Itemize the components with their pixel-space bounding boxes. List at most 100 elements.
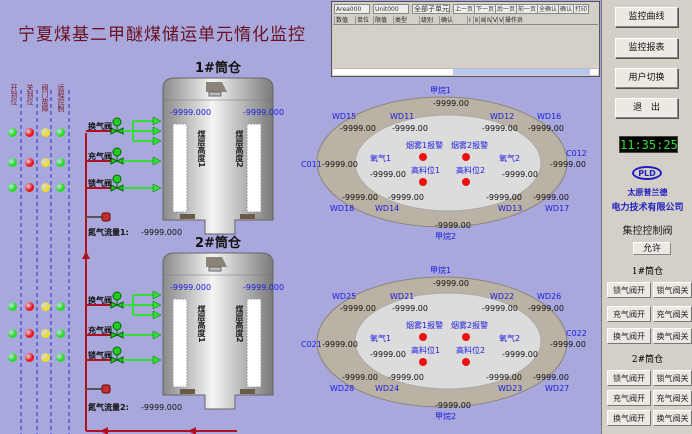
column-header[interactable]: Ⅰ (467, 16, 471, 25)
column-header[interactable]: 类型 (393, 16, 408, 25)
alarm-toolbar-button[interactable]: 下一页 (474, 4, 497, 14)
oxygen2-label: 氧气2 (499, 154, 521, 163)
status-indicator-green (56, 302, 65, 311)
valve-close-button[interactable]: 充气阀关 (653, 306, 692, 322)
valve-label: 换气阀 (88, 296, 112, 305)
alarm-label: 高料位1 (411, 166, 441, 175)
level-gauge-2 (246, 123, 262, 213)
status-indicator-red (25, 158, 34, 167)
column-header[interactable]: 限值 (373, 16, 388, 25)
valve-body-icon (110, 301, 124, 309)
column-header[interactable]: Ⅲ (479, 16, 486, 25)
allow-button[interactable]: 允许 (633, 242, 671, 255)
valve-close-button[interactable]: 换气阀关 (653, 328, 692, 344)
confirm-button[interactable]: 确认 (558, 4, 575, 14)
horizontal-scrollbar[interactable] (333, 68, 598, 75)
column-header[interactable]: 数值 (334, 16, 349, 25)
valve-close-button[interactable]: 充气阀关 (653, 390, 692, 406)
alarm-lamp (419, 153, 427, 161)
confirm-all-button[interactable]: 全确认 (537, 4, 560, 14)
status-column-label: 关到位 (26, 84, 34, 105)
area-select[interactable]: Area000 (334, 4, 370, 14)
silo-feed-inlet (208, 266, 222, 272)
status-indicator-green (8, 353, 17, 362)
co-right-value: -9999.00 (550, 340, 586, 349)
column-header[interactable]: Ⅴ (491, 16, 498, 25)
page-title: 宁夏煤基二甲醚煤储运单元惰化监控 (18, 25, 306, 45)
status-indicator-red (25, 128, 34, 137)
scrollbar-thumb[interactable] (453, 69, 590, 75)
valve-label: 锁气阀 (88, 179, 112, 188)
column-header[interactable]: 级别 (419, 16, 434, 25)
flowmeter-icon (101, 212, 111, 222)
status-indicator-yellow (41, 183, 50, 192)
temperature-label: WD23 (498, 384, 523, 393)
level-gauge-2 (246, 298, 262, 388)
exit-button[interactable]: 退 出 (615, 98, 678, 118)
inner-ring (354, 292, 542, 390)
valve-actuator-icon (112, 147, 122, 157)
valve-close-button[interactable]: 锁气阀关 (653, 370, 692, 386)
co-right-label: C022 (566, 329, 587, 338)
column-header[interactable]: Ⅵ (497, 16, 505, 25)
company-name-line2: 电力技术有限公司 (611, 203, 684, 213)
status-indicator-green (8, 128, 17, 137)
column-header[interactable]: Ⅱ (473, 16, 478, 25)
alarm-lamp (462, 153, 470, 161)
flow-label: 氮气流量1: (88, 228, 129, 237)
status-indicator-yellow (41, 128, 50, 137)
alarm-lamp (419, 333, 427, 341)
methane-top-label: 甲烷1 (430, 86, 452, 95)
valve-open-button[interactable]: 充气阀开 (607, 390, 651, 406)
methane-bottom-label: 甲烷2 (435, 232, 457, 241)
oxygen2-value: -9999.00 (502, 170, 538, 179)
alarm-label: 烟雾2报警 (451, 321, 489, 330)
control-valve-title: 集控控制阀 (622, 226, 673, 237)
temperature-label: WD15 (332, 112, 357, 121)
alarm-toolbar-button[interactable]: 上一页 (453, 4, 476, 14)
oxygen2-label: 氧气2 (499, 334, 521, 343)
valve-close-button[interactable]: 换气阀关 (653, 410, 692, 426)
temperature-value: -9999.00 (340, 304, 376, 313)
temperature-value: -9999.00 (340, 124, 376, 133)
flow-arrow-left-icon (188, 427, 196, 434)
print-button[interactable]: 打印 (573, 4, 590, 14)
valve-open-button[interactable]: 锁气阀开 (607, 282, 651, 298)
column-header[interactable]: 单位 (355, 16, 370, 25)
column-header[interactable]: 确认 (439, 16, 454, 25)
valve-open-button[interactable]: 充气阀开 (607, 306, 651, 322)
valve-open-button[interactable]: 换气阀开 (607, 328, 651, 344)
alarm-lamp (462, 333, 470, 341)
valve-open-button[interactable]: 换气阀开 (607, 410, 651, 426)
purge-arrow-icon (152, 355, 162, 365)
status-indicator-yellow (41, 158, 50, 167)
column-header[interactable]: 操作员 (503, 16, 524, 25)
temperature-label: WD13 (498, 204, 523, 213)
monitor-curve-button[interactable]: 监控曲线 (615, 7, 678, 27)
valve-body-icon (110, 356, 124, 364)
alarm-toolbar-button[interactable]: 前一页 (516, 4, 539, 14)
valve-open-button[interactable]: 锁气阀开 (607, 370, 651, 386)
valve-close-button[interactable]: 锁气阀关 (653, 282, 692, 298)
alarm-label: 高料位2 (456, 346, 486, 355)
subunit-select[interactable]: 全部子单元 (412, 4, 450, 14)
temperature-value: -9999.00 (533, 193, 569, 202)
alarm-label: 高料位1 (411, 346, 441, 355)
switch-user-button[interactable]: 用户切换 (615, 68, 678, 88)
column-header[interactable]: Ⅳ (485, 16, 493, 25)
level-gauge-1 (172, 298, 188, 388)
temperature-value: -9999.00 (392, 124, 428, 133)
status-indicator-red (25, 183, 34, 192)
valve-label: 锁气阀 (88, 351, 112, 360)
methane-bottom-label: 甲烷2 (435, 412, 457, 421)
monitor-report-button[interactable]: 监控报表 (615, 38, 678, 58)
alarm-toolbar-button[interactable]: 后一页 (495, 4, 518, 14)
status-indicator-green (8, 329, 17, 338)
temperature-value: -9999.00 (486, 193, 522, 202)
valve-body-icon (110, 157, 124, 165)
methane-bottom-value: -9999.00 (435, 401, 471, 410)
alarm-table[interactable]: Area000 Unit000 全部子单元 上一页下一页后一页前一页全确认确认打… (331, 1, 600, 77)
unit-select[interactable]: Unit000 (373, 4, 409, 14)
temperature-label: WD18 (330, 204, 355, 213)
valve-actuator-icon (112, 117, 122, 127)
